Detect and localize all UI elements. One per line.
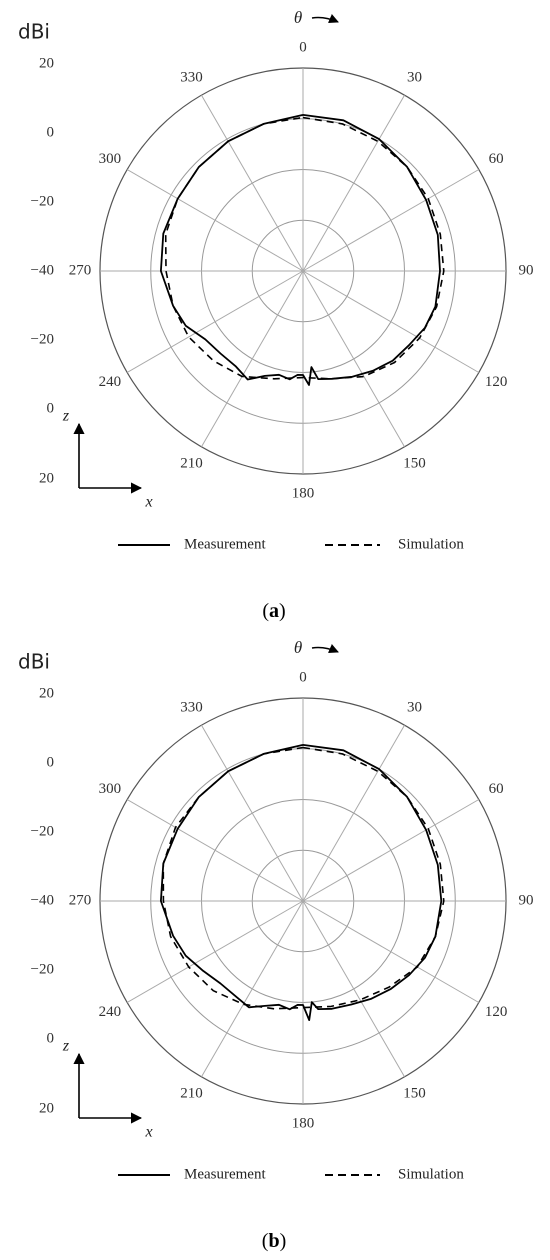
grid-spoke (302, 169, 480, 272)
grid-spoke (126, 900, 304, 1003)
panel-caption: (a) (262, 600, 285, 622)
angle-tick-label: 210 (180, 456, 203, 472)
radial-tick-label: −20 (31, 193, 54, 209)
axes-orientation-icon (73, 1052, 143, 1124)
angle-tick-label: 60 (489, 781, 504, 797)
unit-label: dBi (18, 650, 50, 674)
grid-spoke (201, 900, 304, 1078)
angle-tick-label: 210 (180, 1086, 203, 1102)
theta-arrow-icon (311, 14, 339, 24)
angle-tick-label: 330 (180, 69, 203, 85)
radial-tick-label: 0 (47, 124, 55, 140)
grid-spoke (302, 799, 480, 902)
angle-tick-label: 270 (69, 262, 92, 278)
grid-spoke (126, 169, 304, 272)
angle-tick-label: 90 (519, 262, 534, 278)
radial-tick-label: 20 (39, 685, 54, 701)
radial-tick-label: −20 (31, 331, 54, 347)
radial-tick-label: −40 (31, 892, 54, 908)
radial-tick-label: 20 (39, 470, 54, 486)
angle-tick-label: 240 (99, 1004, 122, 1020)
grid-spoke (302, 900, 405, 1078)
grid-spoke (201, 270, 304, 448)
x-axis-label: x (144, 494, 152, 511)
legend-measurement-label: Measurement (184, 536, 266, 552)
angle-tick-label: 330 (180, 699, 203, 715)
polar-chart-b: 0 30 60 90 120 150 180 210 240 270 300 330 20 0 −20 −40… (18, 638, 534, 1252)
measurement-series-line (160, 744, 443, 1021)
angle-tick-label: 300 (99, 151, 122, 167)
angle-tick-label: 270 (69, 892, 92, 908)
radial-tick-label: 20 (39, 1100, 54, 1116)
angle-tick-label: 240 (99, 374, 122, 390)
radial-tick-label: 20 (39, 55, 54, 71)
measurement-series-line (160, 114, 441, 386)
angle-tick-label: 60 (489, 151, 504, 167)
radial-tick-label: −20 (31, 823, 54, 839)
angle-tick-label: 0 (299, 39, 307, 55)
grid-spoke (302, 900, 480, 1003)
polar-grid (99, 67, 507, 475)
grid-spoke (302, 94, 405, 272)
panel-b: 0 30 60 90 120 150 180 210 240 270 300 330 20 0 −20 −40… (0, 630, 550, 1260)
z-axis-label: z (62, 408, 70, 425)
angle-tick-label: 150 (403, 1086, 426, 1102)
angle-tick-label: 90 (519, 892, 534, 908)
theta-label: θ (294, 8, 302, 27)
polar-chart-a: 0 30 60 90 120 150 180 210 240 270 300 330 20 0 −20 −40… (18, 8, 534, 622)
angle-tick-label: 300 (99, 781, 122, 797)
legend-simulation-label: Simulation (398, 1166, 464, 1182)
grid-spoke (201, 94, 304, 272)
grid-spoke (126, 270, 304, 373)
polar-grid (99, 697, 507, 1105)
angle-tick-label: 120 (485, 374, 508, 390)
angle-tick-label: 180 (292, 1115, 315, 1131)
x-axis-label: x (144, 1124, 152, 1141)
angle-tick-label: 180 (292, 485, 315, 501)
angle-tick-label: 30 (407, 69, 422, 85)
theta-label: θ (294, 638, 302, 657)
simulation-series-line (162, 746, 445, 1010)
axes-orientation-icon (73, 422, 143, 494)
legend: Measurement Simulation (118, 536, 464, 552)
legend: Measurement Simulation (118, 1166, 464, 1182)
simulation-series-line (164, 116, 445, 380)
grid-spoke (302, 270, 405, 448)
grid-spoke (201, 724, 304, 902)
legend-simulation-label: Simulation (398, 536, 464, 552)
radial-tick-label: 0 (47, 1030, 55, 1046)
panel-a: 0 30 60 90 120 150 180 210 240 270 300 330 20 0 −20 −40… (18, 8, 534, 622)
z-axis-label: z (62, 1038, 70, 1055)
grid-spoke (302, 270, 480, 373)
angle-tick-label: 0 (299, 669, 307, 685)
radial-tick-label: 0 (47, 754, 55, 770)
grid-spoke (126, 799, 304, 902)
theta-arrow-icon (311, 644, 339, 654)
angle-tick-label: 30 (407, 699, 422, 715)
legend-measurement-label: Measurement (184, 1166, 266, 1182)
radial-tick-label: −40 (31, 262, 54, 278)
angle-tick-label: 150 (403, 456, 426, 472)
radial-tick-label: 0 (47, 400, 55, 416)
unit-label: dBi (18, 20, 50, 44)
grid-spoke (302, 724, 405, 902)
radial-tick-label: −20 (31, 961, 54, 977)
angle-tick-label: 120 (485, 1004, 508, 1020)
panel-caption: (b) (262, 1230, 286, 1252)
